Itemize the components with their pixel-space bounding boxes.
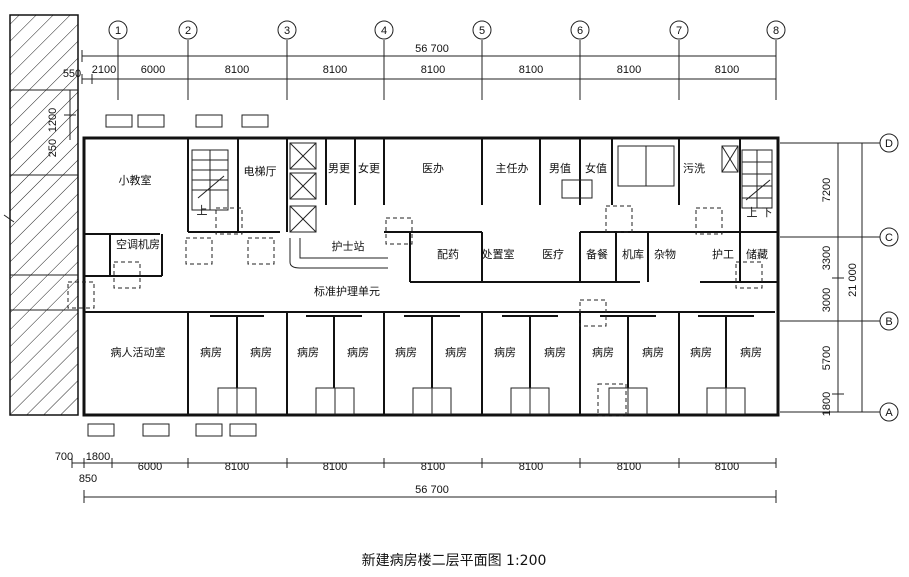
dim-8100-bottom-e: 8100 [617, 461, 641, 473]
dim-8100-bottom-b: 8100 [323, 461, 347, 473]
top-total-dim: 56 700 [415, 43, 449, 55]
dim-1200: 1200 [47, 108, 59, 132]
right-dimensions: 7200 3300 3000 5700 1800 21 000 D C B A [780, 133, 899, 422]
axis-label-D: D [885, 138, 893, 150]
room-patient-activity: 病人活动室 [111, 345, 166, 359]
dim-1800-right: 1800 [821, 392, 833, 416]
room-treatment: 处置室 [482, 247, 515, 261]
dim-8100-e: 8100 [617, 64, 641, 76]
ward-12: 病房 [740, 345, 762, 359]
stairs [191, 149, 773, 211]
room-elevator-hall: 电梯厅 [244, 165, 277, 178]
window-marks [87, 114, 269, 437]
top-axis-bubbles: 1 2 3 4 5 6 7 8 [108, 20, 786, 100]
dim-8100-a: 8100 [225, 64, 249, 76]
axis-label-B: B [885, 316, 892, 328]
ward-6: 病房 [445, 345, 467, 359]
left-dimensions: 1200 250 [47, 90, 76, 157]
ward-4: 病房 [347, 345, 369, 359]
interior-walls [84, 138, 778, 415]
room-medical-care: 医疗 [542, 247, 564, 261]
dim-5700: 5700 [821, 346, 833, 370]
dim-7200: 7200 [821, 178, 833, 202]
room-male-duty: 男值 [549, 162, 571, 175]
dim-8100-bottom-c: 8100 [421, 461, 445, 473]
ward-2: 病房 [250, 345, 272, 359]
dim-8100-b: 8100 [323, 64, 347, 76]
ward-9: 病房 [592, 345, 614, 359]
ward-10: 病房 [642, 345, 664, 359]
stair-down-right: 下 [762, 206, 773, 219]
dim-8100-d: 8100 [519, 64, 543, 76]
ward-8: 病房 [544, 345, 566, 359]
dim-1800: 1800 [86, 451, 110, 463]
axis-label-6: 6 [577, 25, 583, 37]
room-female-duty: 女值 [585, 161, 607, 175]
dim-3300: 3300 [821, 246, 833, 270]
dim-3000: 3000 [821, 288, 833, 312]
ward-7: 病房 [494, 345, 516, 359]
dim-6000: 6000 [141, 64, 165, 76]
room-medical-office: 医办 [422, 162, 444, 175]
room-pharmacy: 配药 [437, 248, 459, 261]
room-wash: 污洗 [683, 162, 705, 175]
bottom-dimensions: 700 1800 850 6000 8100 8100 8100 8100 81… [55, 451, 777, 503]
dim-8100-bottom-d: 8100 [519, 461, 543, 473]
stair-up-left: 上 [197, 204, 208, 217]
axis-label-C: C [885, 232, 893, 244]
ward-11: 病房 [690, 345, 712, 359]
axis-label-5: 5 [479, 25, 485, 37]
dim-850: 850 [79, 473, 97, 485]
adjacent-building-hatch [3, 14, 79, 416]
room-ac: 空调机房 [116, 237, 160, 251]
dim-250: 250 [47, 139, 59, 157]
dim-6000-bottom: 6000 [138, 461, 162, 473]
dim-8100-c: 8100 [421, 64, 445, 76]
unit-label: 标准护理单元 [314, 284, 380, 298]
ward-5: 病房 [395, 345, 417, 359]
axis-label-8: 8 [773, 25, 779, 37]
accessible-turning-zones [67, 205, 763, 327]
corridor-ramp [289, 238, 388, 269]
wc-fixtures [561, 145, 675, 199]
axis-label-A: A [885, 407, 893, 419]
dim-2100: 2100 [92, 64, 116, 76]
axis-label-2: 2 [185, 25, 191, 37]
ward-1: 病房 [200, 345, 222, 359]
room-male-locker: 男更 [328, 162, 350, 175]
bottom-total-dim: 56 700 [415, 484, 449, 496]
room-labels: 小教室 空调机房 电梯厅 男更 女更 医办 主任办 男值 女值 污洗 护士站 配… [111, 161, 773, 359]
dim-8100-bottom-a: 8100 [225, 461, 249, 473]
room-sundries: 杂物 [654, 247, 676, 261]
room-pantry: 备餐 [586, 247, 608, 261]
room-female-locker: 女更 [358, 161, 380, 175]
ward-3: 病房 [297, 345, 319, 359]
room-classroom: 小教室 [119, 173, 152, 187]
top-dimensions: 56 700 550 2100 6000 8100 8100 8100 8100… [63, 43, 777, 84]
dim-8100-f: 8100 [715, 64, 739, 76]
right-total-dim: 21 000 [847, 263, 859, 297]
axis-label-1: 1 [115, 25, 121, 37]
room-nurse-station: 护士站 [332, 239, 365, 253]
ward-bathrooms [217, 383, 746, 417]
stair-up-right: 上 [747, 206, 758, 219]
room-director-office: 主任办 [496, 162, 529, 175]
room-machine-store: 机库 [622, 247, 644, 261]
axis-label-4: 4 [381, 25, 387, 37]
elevator-shafts [289, 142, 739, 233]
axis-label-3: 3 [284, 25, 290, 37]
dim-700: 700 [55, 451, 73, 463]
dim-550: 550 [63, 68, 81, 80]
room-storage: 储藏 [746, 247, 768, 261]
room-nurse-worker: 护工 [712, 247, 734, 261]
dim-8100-bottom-f: 8100 [715, 461, 739, 473]
axis-label-7: 7 [676, 25, 682, 37]
drawing-title: 新建病房楼二层平面图 1:200 [362, 553, 547, 569]
